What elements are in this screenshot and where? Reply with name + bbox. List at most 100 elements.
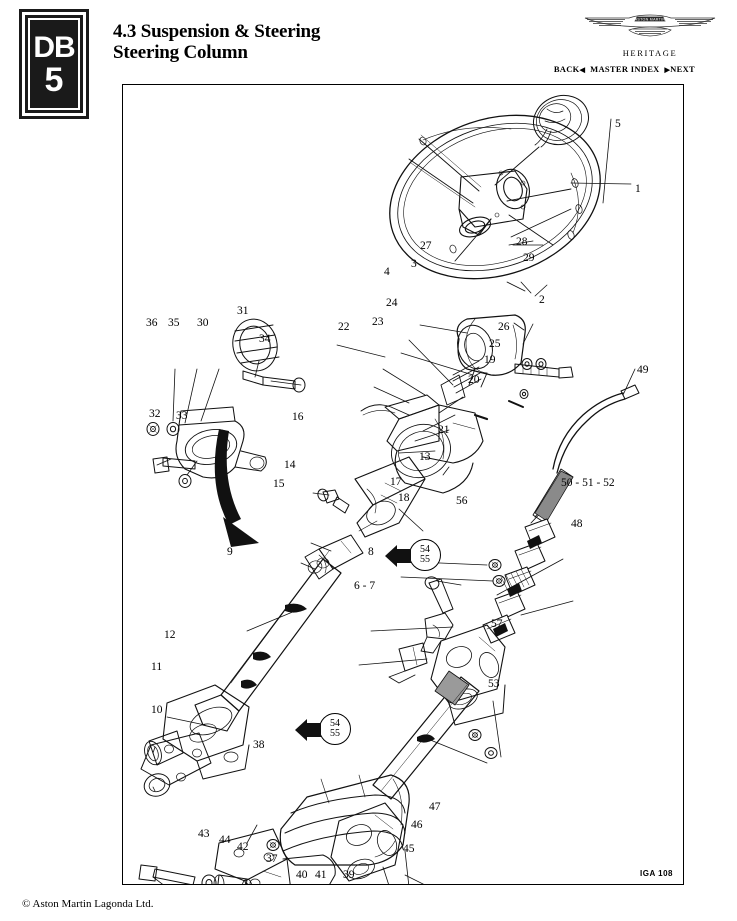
page-header: DB 5 4.3 Suspension & Steering Steering …	[0, 0, 737, 116]
callout-number: 10	[151, 704, 163, 716]
db5-badge-inner: DB 5	[28, 18, 80, 110]
callout-number: 13	[419, 451, 431, 463]
callout-number: 29	[523, 252, 535, 264]
fasteners-bottom-part	[138, 839, 280, 884]
callout-number: 40	[296, 869, 308, 881]
callout-number: 11	[151, 661, 163, 673]
callout-number: 20	[468, 374, 480, 386]
ref-badge-top-number: 54	[420, 544, 430, 555]
page-title-line1: 4.3 Suspension & Steering	[113, 21, 321, 42]
aston-martin-wings-logo: ASTON MARTIN HERITAGE	[575, 8, 725, 58]
callout-number: 30	[197, 317, 209, 329]
callout-number: 17	[390, 476, 402, 488]
washers-17-18-part	[488, 559, 506, 587]
lower-bracket-part	[143, 684, 250, 797]
svg-text:ASTON MARTIN: ASTON MARTIN	[635, 17, 666, 21]
universal-joint-upper-part	[424, 576, 506, 759]
callout-number: 28	[516, 236, 528, 248]
callout-number: 50 - 51 - 52	[561, 477, 615, 489]
callout-number: 3	[411, 258, 417, 270]
callout-number: 43	[198, 828, 210, 840]
callout-number: 35	[168, 317, 180, 329]
callout-number: 49	[637, 364, 649, 376]
heritage-label: HERITAGE	[622, 48, 678, 58]
callout-number: 33	[176, 410, 188, 422]
callout-number: 19	[484, 354, 496, 366]
nav-back-button[interactable]: BACK	[553, 64, 580, 74]
ref-badge-54-55: 54 55	[409, 539, 441, 571]
column-shaft-upper-part	[317, 456, 426, 538]
clamps-6-7-8-part	[388, 612, 454, 684]
callout-number: 44	[219, 834, 231, 846]
callout-number: 48	[571, 518, 583, 530]
assembly-direction-arrow	[214, 429, 259, 547]
callout-number: 8	[368, 546, 374, 558]
callout-number: 41	[315, 869, 327, 881]
universal-joint-14-15-part	[304, 534, 364, 580]
nav-master-index-button[interactable]: MASTER INDEX	[590, 64, 660, 74]
page-title: 4.3 Suspension & Steering Steering Colum…	[113, 22, 513, 62]
wings-icon: ASTON MARTIN	[584, 14, 716, 37]
callout-number: 26	[498, 321, 510, 333]
ref-badge-bottom-number: 55	[420, 554, 430, 565]
callout-number: 56	[456, 495, 468, 507]
callout-number: 4	[384, 266, 390, 278]
washers-3-4-part	[521, 358, 547, 370]
callout-number: 32	[149, 408, 161, 420]
rubber-gaiter-part	[279, 774, 410, 866]
callout-number: 18	[398, 492, 410, 504]
callout-number: 53	[488, 678, 500, 690]
nav-next-button[interactable]: NEXT	[670, 64, 695, 74]
ref-badge-lower-bottom-number: 55	[330, 728, 340, 739]
upper-bearing-housing-part	[440, 314, 526, 406]
callout-number: 23	[372, 316, 384, 328]
db5-badge-five-text: 5	[44, 61, 64, 99]
callout-number: 45	[403, 843, 415, 855]
ref-arrow-icon-2	[295, 719, 321, 741]
horn-push-part	[533, 94, 589, 148]
ref-badge-54-55-lower: 54 55	[319, 713, 351, 745]
callout-number: 39	[343, 869, 355, 881]
callout-number: 15	[273, 478, 285, 490]
intermediate-shaft-part	[372, 670, 480, 800]
ref-badge-lower-top-number: 54	[330, 718, 340, 729]
callout-number: 14	[284, 459, 296, 471]
callout-number: 2	[539, 294, 545, 306]
callout-number: 6 - 7	[354, 580, 376, 592]
ref-arrow-icon-1	[385, 545, 411, 567]
callout-number: 27	[420, 240, 432, 252]
callout-number: 38	[253, 739, 265, 751]
callout-number: 42	[237, 841, 249, 853]
back-arrow-icon[interactable]: ◀	[579, 66, 586, 74]
callout-number: 21	[438, 424, 450, 436]
callout-number: 47	[429, 801, 441, 813]
copyright-footer: © Aston Martin Lagonda Ltd.	[22, 898, 154, 910]
flexible-drive-cable-part	[482, 384, 640, 644]
callout-number: 37	[266, 853, 278, 865]
callout-number: 36	[146, 317, 158, 329]
callout-number: 9	[227, 546, 233, 558]
db5-logo-badge: DB 5	[22, 12, 86, 116]
callout-number: 46	[411, 819, 423, 831]
steering-wheel-part	[389, 114, 601, 280]
callout-number: 57	[491, 618, 503, 630]
callout-number: 34	[259, 333, 271, 345]
page-title-line2: Steering Column	[113, 42, 248, 63]
callout-number: 25	[489, 338, 501, 350]
callout-number: 22	[338, 321, 350, 333]
callout-number: 1	[635, 183, 641, 195]
callout-number: 24	[386, 297, 398, 309]
callout-number: 31	[237, 305, 249, 317]
mounting-bracket-part	[146, 318, 306, 488]
next-arrow-icon[interactable]: ▶	[664, 66, 671, 74]
universal-joint-lower-part	[330, 802, 404, 882]
bolt-2-part	[514, 363, 574, 379]
leader-lines	[152, 118, 636, 884]
steering-column-exploded-diagram	[138, 94, 640, 884]
drawing-reference-number: IGA 108	[640, 869, 673, 878]
db5-badge-db-text: DB	[33, 31, 75, 64]
callout-number: 12	[164, 629, 176, 641]
pin-24-23-part	[473, 389, 529, 421]
callout-number: 5	[615, 118, 621, 130]
